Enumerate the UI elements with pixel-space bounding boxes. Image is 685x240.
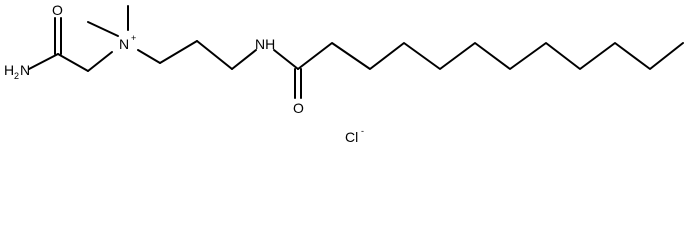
bond-c5-nh xyxy=(231,49,257,70)
bond-c4-c5 xyxy=(196,40,233,70)
atom-amide-nitrogen-h: H xyxy=(4,62,14,78)
atom-labels: O H 2 N N + NH O Cl - xyxy=(4,2,364,145)
atom-chloride-charge: - xyxy=(361,126,364,136)
atom-amide-nh: NH xyxy=(255,36,275,52)
bond-c1-nh2 xyxy=(28,53,59,70)
bond-c1-c2 xyxy=(57,53,89,72)
atom-chloride: Cl xyxy=(345,129,358,145)
atom-amide-oxygen: O xyxy=(52,2,63,18)
atom-carbonyl-oxygen: O xyxy=(293,100,304,116)
bonds xyxy=(28,5,684,99)
bond-nh-c6 xyxy=(273,49,299,70)
atom-quaternary-nitrogen: N xyxy=(119,36,129,52)
bond-c3-c4 xyxy=(159,40,198,64)
bond-n-methyl-left xyxy=(87,21,119,37)
bond-alkyl-chain xyxy=(297,42,684,70)
atom-amide-nitrogen-sub: 2 xyxy=(14,71,19,81)
atom-quaternary-charge: + xyxy=(131,33,136,43)
bond-c2-n xyxy=(87,51,113,72)
molecule-canvas: O H 2 N N + NH O Cl - xyxy=(4,2,684,145)
atom-amide-nitrogen: N xyxy=(20,62,30,78)
bond-n-c3 xyxy=(137,49,161,64)
structure-diagram: O H 2 N N + NH O Cl - xyxy=(4,2,684,145)
